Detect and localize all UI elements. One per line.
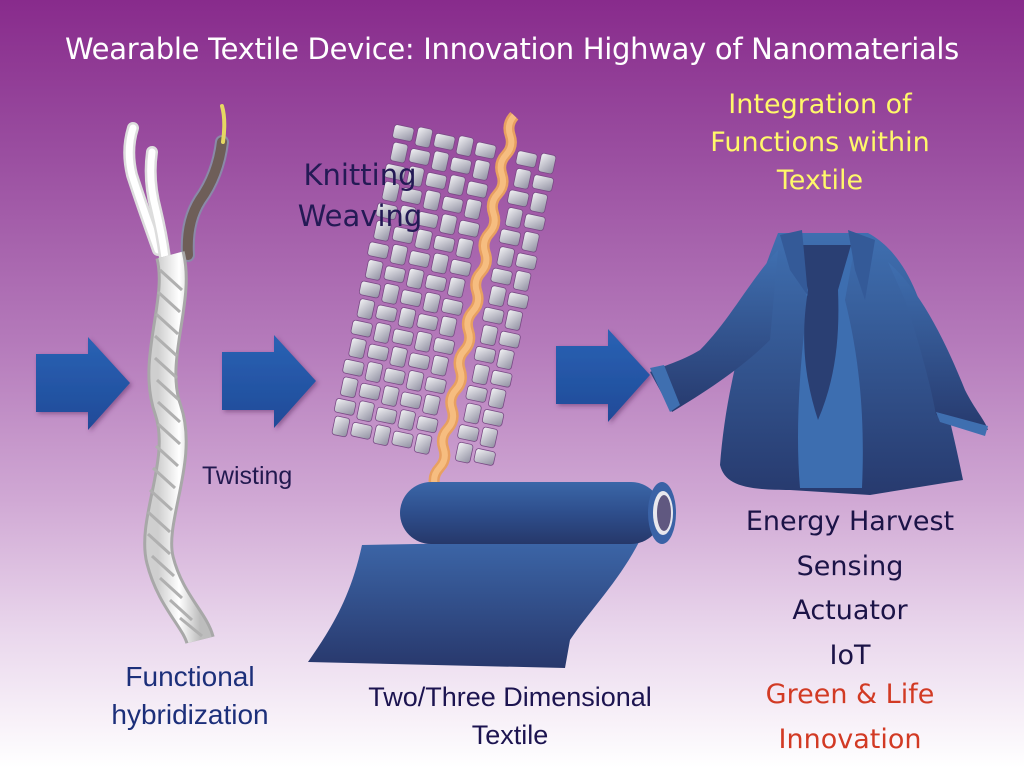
- function-item: Sensing: [796, 550, 904, 582]
- function-item: Actuator: [792, 595, 908, 626]
- jacket-icon: [650, 230, 988, 495]
- function-list: Energy Harvest Sensing Actuator IoT: [700, 500, 1000, 678]
- integration-line: Integration of: [728, 89, 912, 120]
- fiber-stage-label: Functional hybridization: [95, 658, 285, 734]
- twisting-label: Twisting: [202, 462, 293, 490]
- fiber-label-line: Functional: [125, 661, 255, 692]
- impact-line: Innovation: [778, 724, 922, 755]
- function-item: Energy Harvest: [745, 506, 955, 537]
- right-arrow-icon: [556, 329, 650, 422]
- fabric-process-label: Knitting Weaving: [285, 155, 435, 237]
- integration-heading: Integration of Functions within Textile: [670, 86, 970, 200]
- weaving-label: Weaving: [297, 199, 423, 233]
- woven-fabric-icon: [331, 111, 557, 490]
- function-item: IoT: [829, 639, 871, 671]
- right-arrow-icon: [222, 335, 316, 428]
- knitting-label: Knitting: [303, 158, 417, 192]
- page-title: Wearable Textile Device: Innovation High…: [65, 32, 959, 66]
- integration-line: Functions within: [710, 127, 930, 158]
- fabric-label-line: Textile: [471, 720, 549, 750]
- impact-line: Green & Life: [765, 679, 935, 710]
- fabric-label-line: Two/Three Dimensional: [368, 682, 652, 712]
- impact-label: Green & Life Innovation: [700, 672, 1000, 762]
- fiber-label-line: hybridization: [111, 699, 269, 730]
- twisted-fiber-icon: [123, 104, 229, 645]
- fabric-roll-icon: [308, 482, 676, 668]
- right-arrow-icon: [36, 337, 130, 430]
- integration-line: Textile: [776, 165, 864, 196]
- fabric-stage-label: Two/Three Dimensional Textile: [320, 678, 700, 754]
